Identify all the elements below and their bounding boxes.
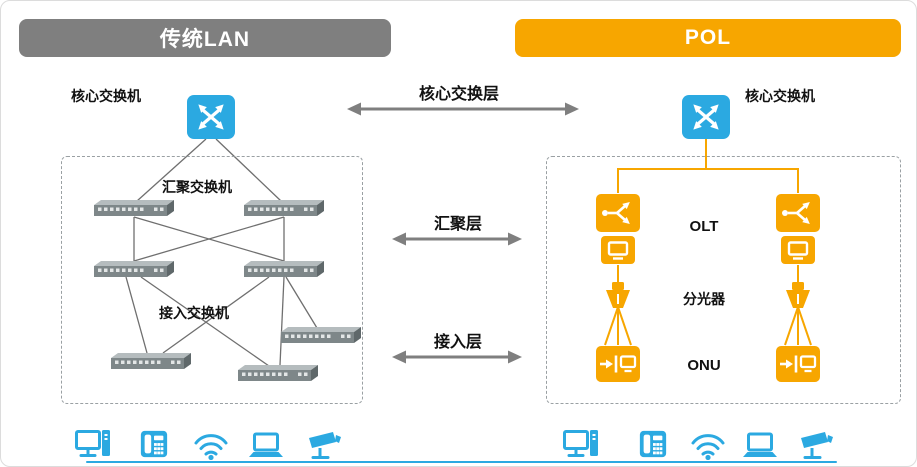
phone-icon (139, 429, 169, 459)
desktop-icon (563, 428, 599, 460)
wifi-icon (690, 430, 726, 460)
access-switch-icon (281, 327, 361, 343)
pol-core-switch-label: 核心交换机 (745, 88, 815, 104)
olt-label: OLT (689, 218, 719, 235)
footer-divider-line (86, 461, 837, 463)
onu-label: ONU (687, 357, 721, 374)
core-layer-label: 核心交换层 (418, 86, 499, 103)
camera-icon (799, 429, 837, 461)
phone-icon (638, 429, 668, 459)
olt-icon (776, 194, 820, 232)
onu-icon (776, 346, 820, 382)
lan-group-box (61, 156, 363, 404)
lan-aggregation-label: 汇聚交换机 (162, 179, 232, 195)
splitter-label: 分光器 (683, 291, 725, 307)
lan-core-switch-icon (187, 95, 235, 139)
aggregation-switch-icon (244, 261, 324, 277)
aggregation-switch-icon (244, 200, 324, 216)
onu-icon (596, 346, 640, 382)
pol-header-title: POL (684, 26, 732, 49)
pol-core-switch-icon (682, 95, 730, 139)
access-switch-icon (111, 353, 191, 369)
laptop-icon (741, 432, 779, 460)
aggregation-switch-icon (94, 200, 174, 216)
wifi-icon (193, 430, 229, 460)
lan-core-switch-label: 核心交换机 (71, 88, 141, 104)
aggregation-layer-label: 汇聚层 (433, 216, 482, 233)
access-switch-icon (238, 365, 318, 381)
laptop-icon (247, 432, 285, 460)
lan-header-banner: 传统LAN (19, 19, 391, 57)
access-layer-label: 接入层 (433, 334, 482, 351)
camera-icon (307, 429, 345, 461)
aggregation-switch-icon (94, 261, 174, 277)
lan-access-label: 接入交换机 (159, 305, 229, 321)
olt-module-icon (781, 236, 815, 264)
lan-header-title: 传统LAN (159, 28, 251, 51)
olt-icon (596, 194, 640, 232)
splitter-icon (781, 282, 815, 310)
splitter-icon (601, 282, 635, 310)
pol-group-box (546, 156, 901, 404)
olt-module-icon (601, 236, 635, 264)
desktop-icon (75, 428, 111, 460)
pol-header-banner: POL (515, 19, 901, 57)
